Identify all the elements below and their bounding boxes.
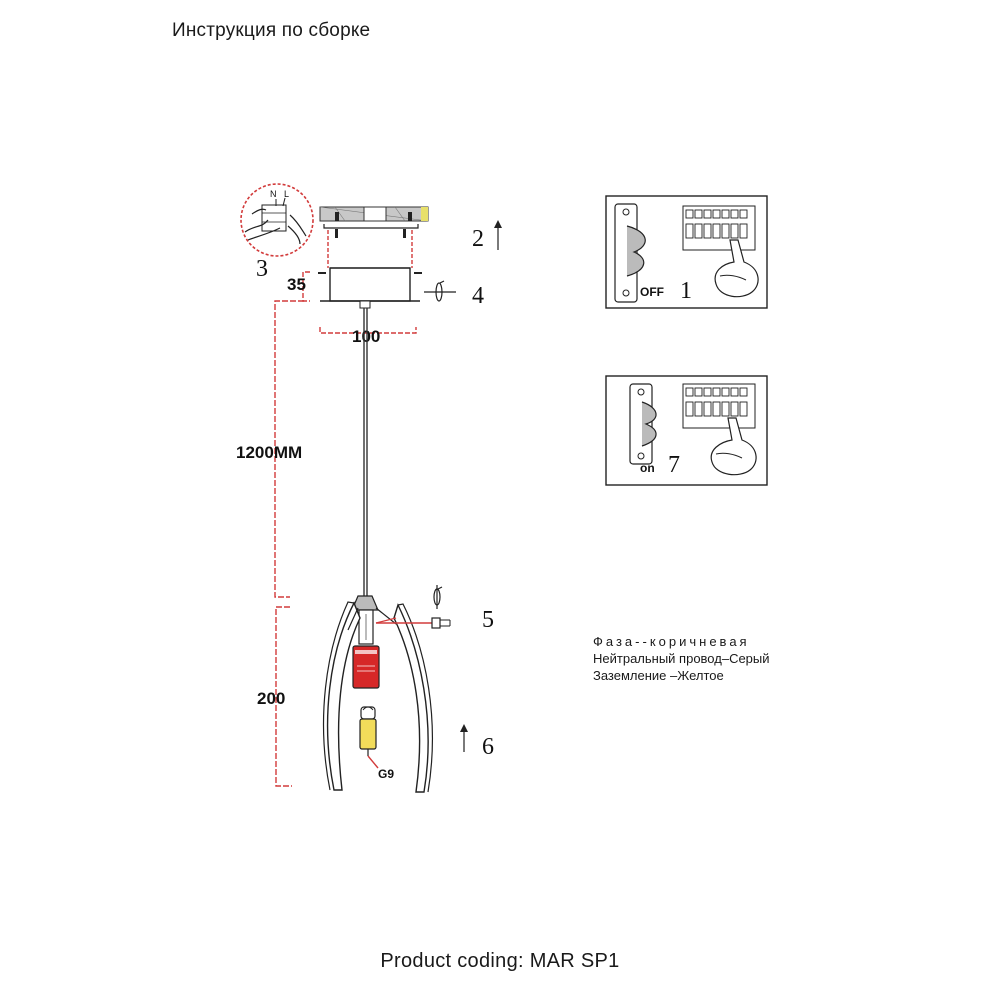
cable-length-label: 1200MM [236, 443, 302, 462]
wire-label-l: L [284, 189, 289, 199]
up-arrow-icon-bulb [460, 724, 468, 752]
legend-phase: Фаза--коричневая [593, 634, 750, 649]
wiring-legend: Фаза--коричневая Нейтральный провод–Серы… [593, 633, 770, 684]
step-4-label: 4 [472, 283, 484, 309]
ceiling-mount [319, 206, 429, 268]
step-6-label: 6 [482, 734, 494, 760]
canopy-height-dimension [302, 271, 310, 302]
lamp-socket [352, 645, 380, 689]
rotate-icon [424, 280, 456, 302]
switch-on-label: on [640, 461, 655, 475]
shade-height-label: 200 [257, 689, 285, 708]
step-7-label: 7 [668, 452, 680, 478]
canopy-height-label: 35 [287, 275, 306, 294]
legend-neutral: Нейтральный провод–Серый [593, 651, 770, 666]
up-arrow-icon [494, 220, 502, 250]
switch-on-panel: on 7 [605, 375, 768, 486]
step-1-label: 1 [680, 278, 692, 304]
step-5-label: 5 [482, 607, 494, 633]
switch-off-panel: OFF 1 [605, 195, 768, 309]
shade-height-dimension [275, 606, 292, 787]
rotate-icon-screw [433, 585, 443, 609]
legend-ground: Заземление –Желтое [593, 668, 724, 683]
canopy-width-label: 100 [352, 327, 380, 346]
lamp-shade [322, 595, 433, 793]
product-code: Product coding: MAR SP1 [380, 950, 620, 972]
suspension-cable [363, 308, 368, 596]
canopy [318, 267, 422, 309]
step-2-label: 2 [472, 226, 484, 252]
wiring-detail: N L [240, 183, 314, 257]
page-title: Инструкция по сборке [172, 20, 371, 41]
step-3-label: 3 [256, 256, 268, 282]
bulb-type-label: G9 [378, 767, 394, 781]
screw-icon [431, 617, 451, 629]
canopy-width-dimension [319, 327, 417, 334]
g9-bulb [359, 706, 379, 769]
cable-length-dimension [274, 300, 304, 598]
switch-off-label: OFF [640, 285, 664, 299]
wire-label-n: N [270, 189, 277, 199]
